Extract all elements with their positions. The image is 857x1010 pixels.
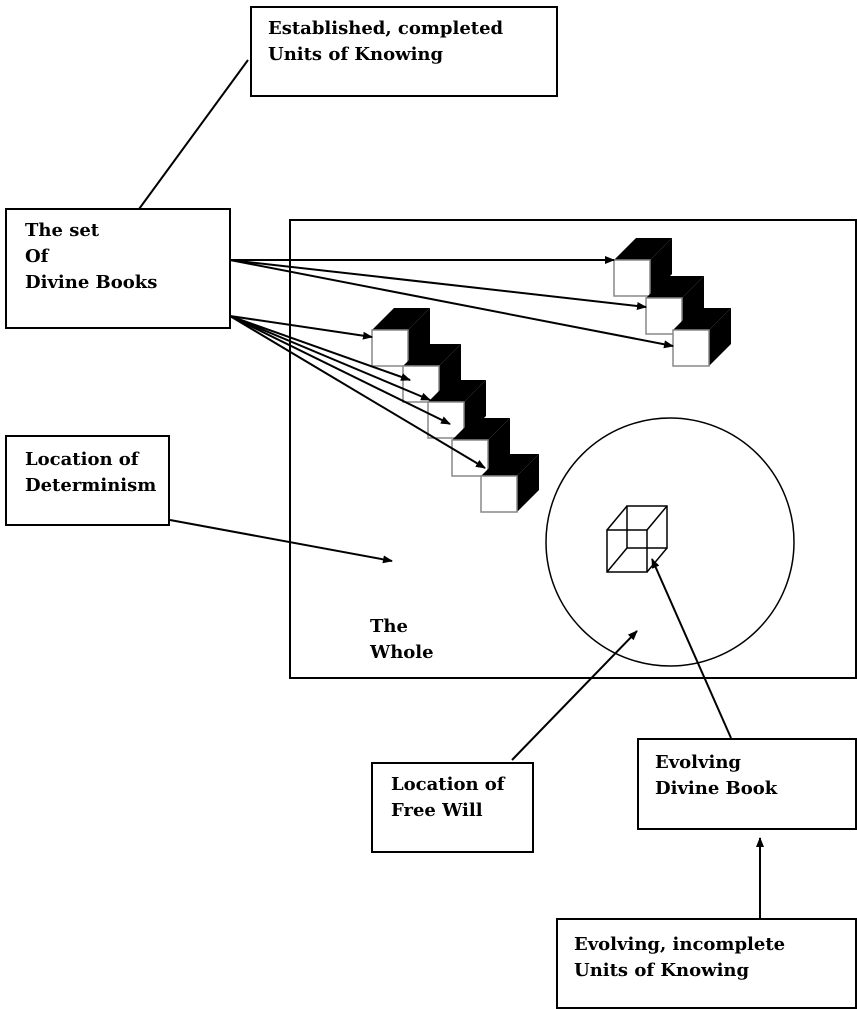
established-cubes bbox=[372, 238, 731, 512]
arrow-free-will bbox=[512, 631, 637, 760]
whole-label: The Whole bbox=[370, 614, 434, 666]
evolving-units-box: Evolving, incomplete Units of Knowing bbox=[556, 918, 857, 1009]
free-will-circle bbox=[546, 418, 794, 666]
established-units-box: Established, completed Units of Knowing bbox=[250, 6, 558, 97]
arrow-determinism bbox=[170, 520, 392, 561]
determinism-box: Location of Determinism bbox=[5, 435, 170, 526]
evolving-book-box: Evolving Divine Book bbox=[637, 738, 857, 830]
divine-books-box: The set Of Divine Books bbox=[5, 208, 231, 329]
free-will-label: Location of Free Will bbox=[391, 772, 505, 824]
arrow-evolving-book bbox=[652, 559, 731, 738]
evolving-cube-icon bbox=[607, 506, 667, 572]
determinism-label: Location of Determinism bbox=[25, 447, 156, 499]
free-will-box: Location of Free Will bbox=[371, 762, 534, 853]
arrow-established-to-set bbox=[131, 60, 248, 220]
divine-books-label: The set Of Divine Books bbox=[25, 218, 157, 296]
evolving-units-label: Evolving, incomplete Units of Knowing bbox=[574, 932, 785, 984]
evolving-book-label: Evolving Divine Book bbox=[655, 750, 777, 802]
established-units-label: Established, completed Units of Knowing bbox=[268, 16, 503, 68]
